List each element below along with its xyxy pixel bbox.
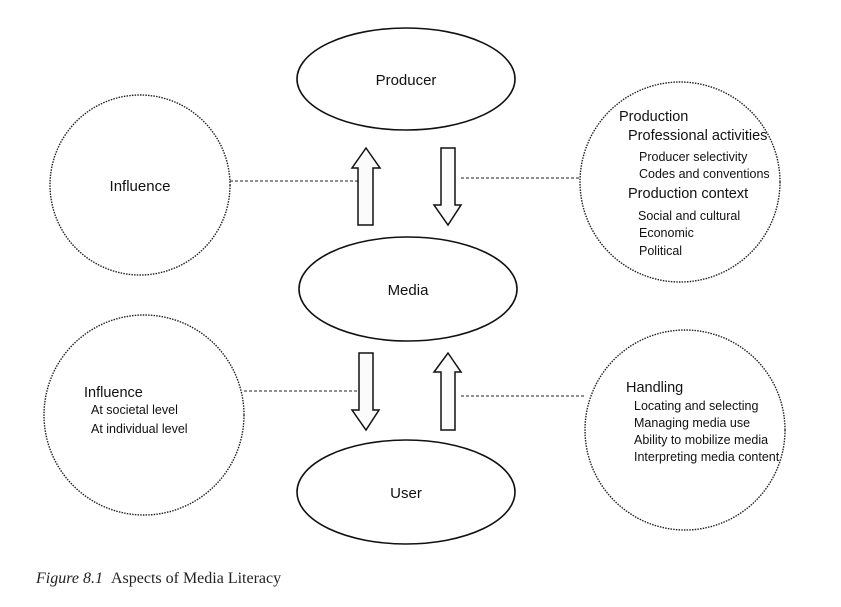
production-context-heading: Production context xyxy=(628,186,748,202)
handling-item: Ability to mobilize media xyxy=(634,433,768,447)
production-item: Producer selectivity xyxy=(639,150,748,164)
figure-caption-text: Aspects of Media Literacy xyxy=(111,570,281,587)
figure-caption: Figure 8.1 Aspects of Media Literacy xyxy=(35,570,281,587)
influence-circle-bottom xyxy=(43,314,245,516)
production-item: Social and cultural xyxy=(638,209,740,223)
influence-circle-top xyxy=(49,94,231,276)
production-item: Codes and conventions xyxy=(639,167,770,181)
production-item: Political xyxy=(639,244,682,258)
media-node xyxy=(298,236,518,342)
user-node xyxy=(296,439,516,545)
arrow-up-icon xyxy=(432,351,463,431)
influence-title-bottom: Influence xyxy=(84,385,143,401)
handling-item: Interpreting media content xyxy=(634,450,780,464)
arrow-down-icon xyxy=(432,147,463,227)
user-label: User xyxy=(390,485,422,502)
influence-item: At societal level xyxy=(91,403,178,417)
handling-title: Handling xyxy=(626,380,683,396)
professional-activities-heading: Professional activities xyxy=(628,128,767,144)
handling-circle xyxy=(584,329,786,531)
producer-label: Producer xyxy=(376,72,437,89)
media-label: Media xyxy=(388,282,430,299)
figure-caption-label: Figure 8.1 xyxy=(35,570,103,587)
handling-item: Locating and selecting xyxy=(634,399,758,413)
influence-item: At individual level xyxy=(91,422,188,436)
influence-title: Influence xyxy=(110,178,171,195)
arrow-down-icon xyxy=(350,352,381,432)
handling-item: Managing media use xyxy=(634,416,750,430)
production-title: Production xyxy=(619,109,688,125)
production-item: Economic xyxy=(639,226,694,240)
producer-node xyxy=(296,27,516,131)
arrow-up-icon xyxy=(350,146,382,226)
production-circle xyxy=(579,81,781,283)
